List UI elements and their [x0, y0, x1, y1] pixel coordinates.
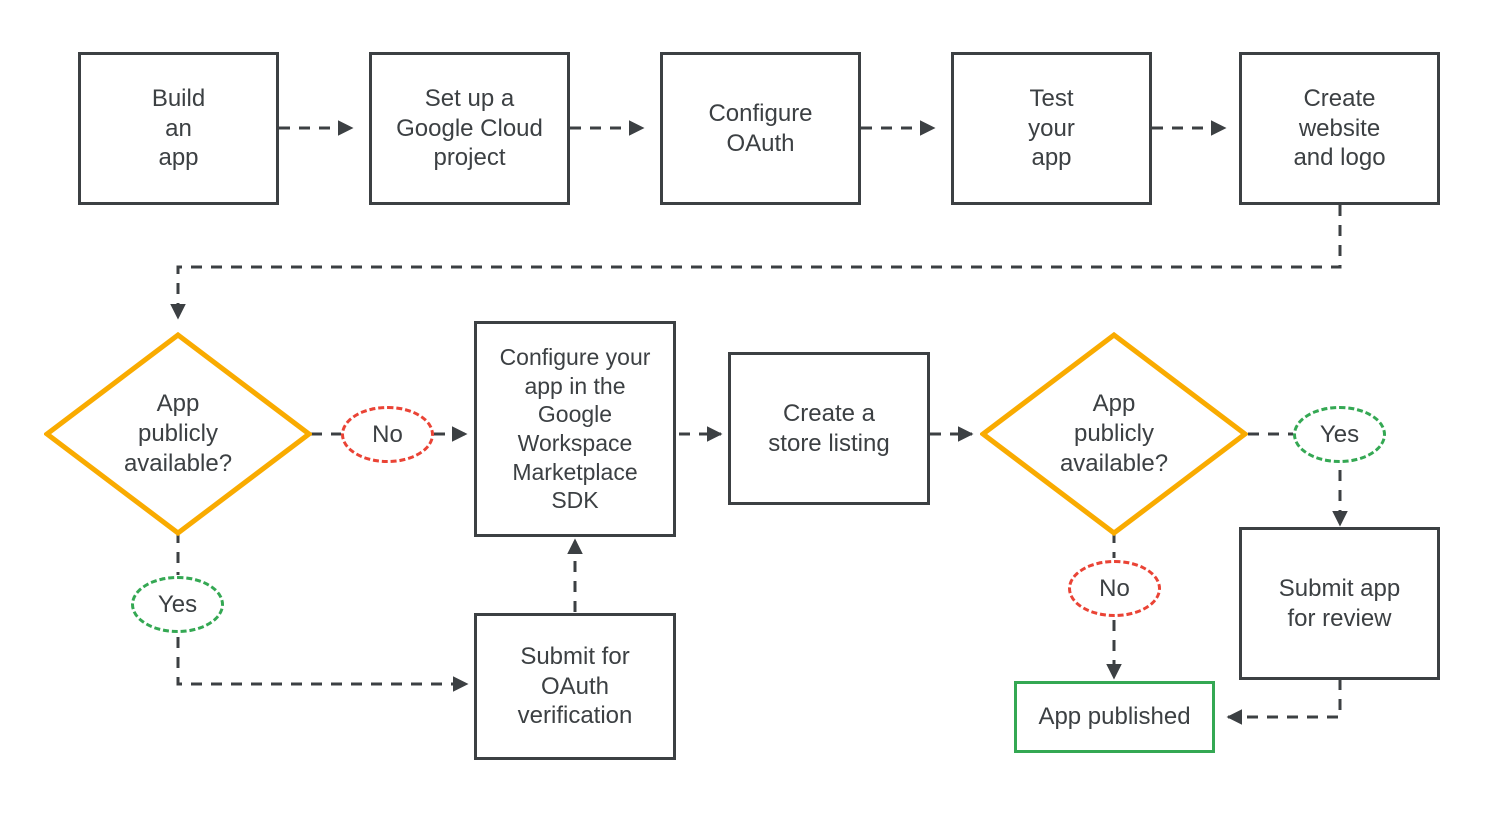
edge-label-text: Yes [1319, 420, 1360, 448]
edge-review-to-published [1226, 679, 1342, 725]
edge-label-yes-1: Yes [131, 576, 224, 633]
node-label: Submit for OAuth verification [517, 642, 633, 730]
node-build-an-app[interactable]: Build an app [78, 52, 279, 205]
edge-label-text: Yes [157, 590, 198, 618]
node-submit-oauth-verification[interactable]: Submit for OAuth verification [474, 613, 676, 760]
node-label: Create a store listing [768, 399, 890, 457]
node-label: Submit app for review [1278, 574, 1401, 632]
edge-label-text: No [372, 420, 403, 448]
node-label: App publicly available? [1059, 390, 1169, 477]
edge-label-no-2: No [1068, 560, 1161, 617]
node-submit-app-for-review[interactable]: Submit app for review [1239, 527, 1440, 680]
node-app-publicly-available-1[interactable]: App publicly available? [44, 332, 312, 536]
edge-label-no-1: No [341, 406, 434, 463]
node-create-website-and-logo[interactable]: Create website and logo [1239, 52, 1440, 205]
edge-yes-to-submit-oauth [176, 637, 469, 692]
node-set-up-google-cloud[interactable]: Set up a Google Cloud project [369, 52, 570, 205]
node-label: App published [1038, 703, 1191, 731]
edge-website-to-decision1 [170, 205, 1342, 320]
edge-label-yes-2: Yes [1293, 406, 1386, 463]
node-configure-marketplace-sdk[interactable]: Configure your app in the Google Workspa… [474, 321, 676, 537]
node-label: App publicly available? [123, 390, 233, 477]
edge-label-text: No [1099, 574, 1130, 602]
node-create-store-listing[interactable]: Create a store listing [728, 352, 930, 505]
node-label: Configure your app in the Google Workspa… [499, 344, 651, 514]
node-label: Configure OAuth [708, 99, 813, 157]
node-label: Create website and logo [1293, 84, 1386, 172]
node-configure-oauth[interactable]: Configure OAuth [660, 52, 861, 205]
node-app-published[interactable]: App published [1014, 681, 1215, 753]
node-label: Build an app [151, 84, 206, 172]
node-test-your-app[interactable]: Test your app [951, 52, 1152, 205]
node-label: Test your app [1028, 84, 1075, 172]
node-app-publicly-available-2[interactable]: App publicly available? [980, 332, 1248, 536]
node-label: Set up a Google Cloud project [396, 84, 543, 172]
